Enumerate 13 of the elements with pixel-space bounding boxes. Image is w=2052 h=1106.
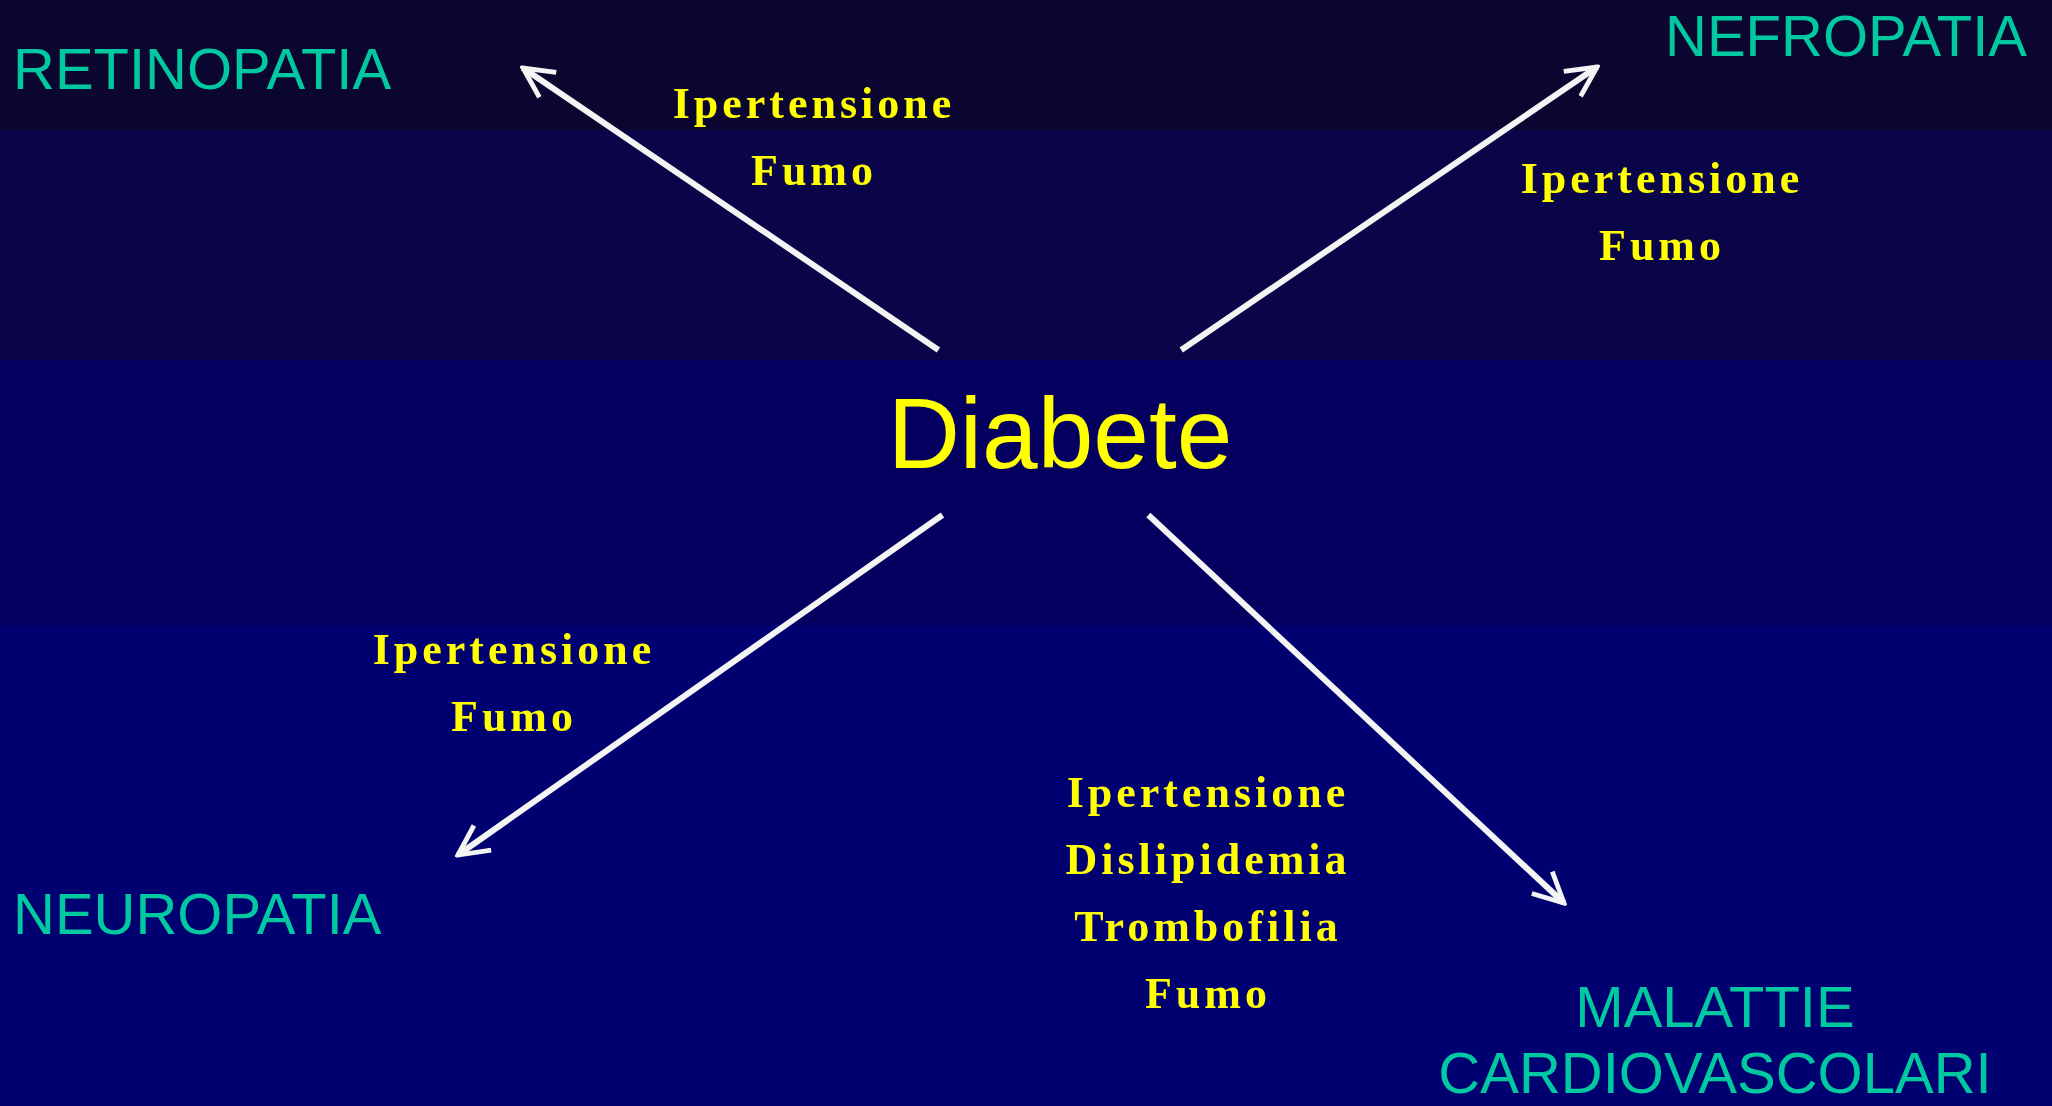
edge-label: Ipertensione Fumo xyxy=(372,624,656,743)
outcome-label: MALATTIE CARDIOVASCOLARI xyxy=(1437,974,1993,1106)
arrow xyxy=(455,512,945,858)
edge-label: Ipertensione Fumo xyxy=(672,78,956,197)
outcome-label: NEFROPATIA xyxy=(1665,3,2027,69)
edge-label: Ipertensione Dislipidemia Trombofilia Fumo xyxy=(1065,767,1351,1020)
outcome-label: NEUROPATIA xyxy=(13,881,382,947)
outcome-label: RETINOPATIA xyxy=(13,36,392,102)
central-label: Diabete xyxy=(887,377,1233,488)
arrow xyxy=(1179,64,1600,353)
edge-label: Ipertensione Fumo xyxy=(1520,153,1804,272)
arrow xyxy=(520,65,941,353)
arrow xyxy=(1146,512,1567,906)
